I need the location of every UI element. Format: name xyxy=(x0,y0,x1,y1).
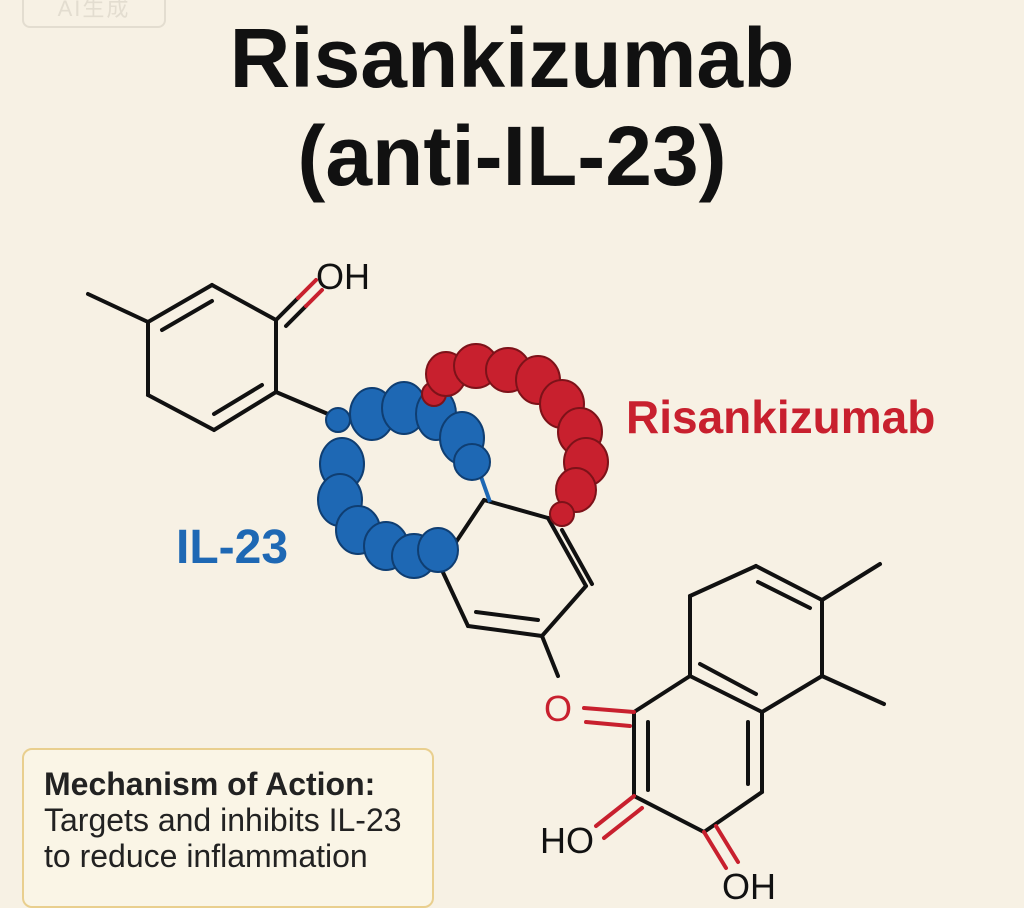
red-double-bonds xyxy=(582,706,740,870)
atom-ho-bottom: HO xyxy=(540,820,594,861)
risankizumab-helix xyxy=(421,343,609,527)
risankizumab-label: Risankizumab xyxy=(626,391,936,443)
atom-o-middle: O xyxy=(544,688,573,729)
il23-helix xyxy=(317,381,491,579)
watermark: AI生成 xyxy=(22,0,166,28)
top-left-ring xyxy=(86,283,330,432)
page-title-line1: Risankizumab xyxy=(229,11,795,105)
mechanism-text: Targets and inhibits IL-23 to reduce inf… xyxy=(44,802,402,874)
diagram-canvas: AI生成 Risankizumab (anti-IL-23) xyxy=(22,0,936,908)
mechanism-title: Mechanism of Action: xyxy=(44,766,376,802)
atom-oh-bottom: OH xyxy=(722,866,776,907)
mechanism-box: Mechanism of Action: Targets and inhibit… xyxy=(22,748,434,908)
bottom-right-rings xyxy=(632,562,886,834)
oh-double-bond xyxy=(274,278,324,328)
molecule-drawing xyxy=(86,278,886,870)
il23-label: IL-23 xyxy=(176,521,289,574)
page-title-line2: (anti-IL-23) xyxy=(297,109,727,203)
middle-ring xyxy=(438,498,594,678)
atom-oh-top: OH xyxy=(316,256,370,297)
